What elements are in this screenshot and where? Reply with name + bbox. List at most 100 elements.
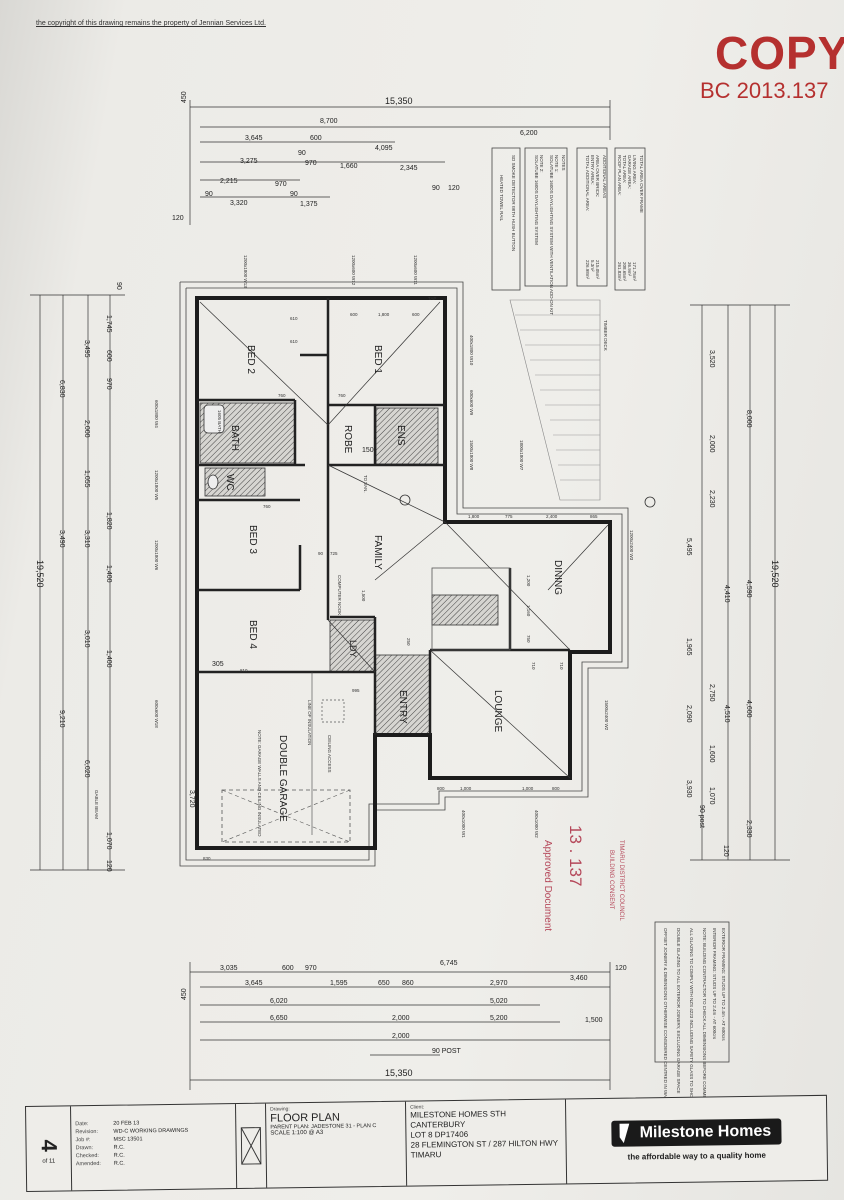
dimension-label: 4,095	[375, 145, 393, 152]
dimension-label: 3,930	[685, 780, 692, 798]
copy-stamp: COPY	[715, 27, 844, 79]
dimension-label: 1,000	[460, 786, 472, 791]
dimension-label: 2,000	[392, 1015, 410, 1022]
dimension-label: 1,000	[522, 786, 534, 791]
dimension-label: 1500x2400 W2	[604, 700, 609, 731]
dimension-label: DOUBLE GLAZING TO ALL EXTERIOR JOINERY, …	[676, 928, 681, 1093]
dimension-label: 2,230	[708, 490, 715, 508]
dimension-label: 3,645	[245, 135, 263, 142]
dimension-label: EXTERIOR FRAMING: STUDS UP TO 2.4m - AT …	[721, 928, 726, 1041]
ensuite-tiles	[375, 407, 439, 465]
dimension-label: 120	[105, 860, 112, 872]
dimension-label: TIMBER DECK	[603, 320, 608, 351]
room-laundry: LDY	[348, 640, 358, 658]
dimension-label: 36.9m²	[627, 262, 632, 277]
dimension-label: 1,660	[340, 163, 358, 170]
dimension-label: 90	[318, 551, 324, 556]
garage-note: NOTE: GARAGE WALLS AND CEILING INSULATED	[257, 730, 262, 837]
dimension-label: 450	[181, 91, 188, 103]
room-bath: BATH	[229, 425, 240, 451]
dimension-label: 19,520	[770, 560, 780, 588]
dimension-label: INTERIOR FRAMING: STUDS UP TO 2.4m - AT …	[712, 928, 717, 1040]
dimension-label: SOLATUBE 160DS DAYLIGHTING SYSTEM	[534, 155, 539, 245]
kitchen-bench	[431, 567, 511, 651]
dimension-label: 600x600 W9	[469, 390, 474, 416]
dimension-label: 760	[338, 393, 346, 398]
dimension-label: 2,000	[83, 420, 90, 438]
room-bed-4: BED 4	[247, 620, 258, 649]
dimension-label: 19,520	[35, 560, 45, 588]
wc-toilet	[207, 474, 219, 490]
dimension-label: 6,020	[270, 998, 288, 1005]
dimension-label: 600x1800 W4	[154, 400, 159, 428]
interior-walls	[197, 298, 570, 735]
roof-hip-lines	[199, 301, 609, 779]
computer-nook: COMPUTER NOOK	[337, 575, 342, 615]
dimension-label: TOTAL AREA OVER FRAME	[639, 155, 644, 213]
dimension-label: 600x600 W18	[154, 700, 159, 728]
sheet-number: 4 of 11	[26, 1106, 73, 1191]
right-dimension-lines	[690, 304, 790, 861]
dimension-label: 860	[402, 980, 414, 987]
dimension-label: 1,500	[585, 1017, 603, 1024]
dimension-label: 1200x600 W11	[413, 255, 418, 285]
dimension-label: 90 post	[698, 805, 705, 828]
drawing-info: Date:20 FEB 13 Revision:WD-C WORKING DRA…	[71, 1104, 238, 1191]
room-dining: DINING	[552, 560, 563, 595]
room-lounge: LOUNGE	[492, 690, 503, 733]
dimension-label: 3,520	[708, 350, 715, 368]
section-marker-icon	[399, 494, 411, 506]
dimension-label: 2,330	[745, 820, 752, 838]
dimension-label: 150	[362, 447, 374, 454]
left-dimension-lines	[30, 294, 125, 871]
dimension-label: 6,830	[58, 380, 65, 398]
dimension-label: 1,160	[526, 605, 531, 617]
dimension-label: 2,400	[546, 514, 558, 519]
dimension-label: 1,800	[468, 514, 480, 519]
dimension-label: 3,460	[570, 975, 588, 982]
dimension-label: 1,800	[378, 312, 390, 317]
kitchen-tiles	[431, 594, 499, 626]
dimension-label: 400x1000 W2	[534, 810, 539, 838]
dimension-label: 1800x1800 W7	[519, 440, 524, 471]
bath-tub	[203, 404, 225, 434]
dimension-label: 90 POST	[432, 1048, 462, 1055]
dimension-label: 4,600	[745, 700, 752, 718]
dimension-label: 710	[531, 662, 536, 670]
dimension-label: 120	[615, 965, 627, 972]
dimension-label: 5,020	[490, 998, 508, 1005]
dimension-label: 2,750	[708, 684, 715, 702]
dimension-label: 760	[263, 504, 271, 509]
dimension-label: 1,595	[330, 980, 348, 987]
dimension-label: 710	[559, 662, 564, 670]
dimension-label: 400x1000 W1	[461, 810, 466, 838]
dimension-label: 800	[552, 786, 560, 791]
room-double-garage: DOUBLE GARAGE	[277, 735, 288, 822]
dimension-label: 1200x1800 W13	[243, 255, 248, 288]
dimension-label: 450	[181, 988, 188, 1000]
bath-label: 1605 BATH	[217, 410, 222, 433]
dimension-label: ROOF PLAN AREA:	[617, 155, 622, 196]
dimension-label: GABLE BEAM	[94, 790, 99, 819]
dimension-label: 8,700	[320, 118, 338, 125]
title-block: 4 of 11 Date:20 FEB 13 Revision:WD-C WOR…	[25, 1094, 829, 1192]
dimension-label: 171.75m²	[632, 262, 637, 282]
dimension-label: 775	[505, 514, 513, 519]
dimension-label: 3,275	[240, 158, 258, 165]
dimension-label: 3,720	[188, 790, 195, 808]
room-entry: ENTRY	[397, 690, 408, 724]
dimension-label: 9,210	[58, 710, 65, 728]
dimension-label: OFFSET JOINERY & DIMENSIONS OTHERWISE CO…	[663, 928, 668, 1118]
dimension-label: 261.83m²	[617, 262, 622, 282]
ceiling-access-label: CEILING ACCESS	[327, 735, 332, 773]
dimension-label: 970	[305, 160, 317, 167]
dimension-label: TIMARU DISTRICT COUNCIL	[618, 840, 624, 922]
dimension-label: SD SMOKE DETECTOR WITH HUSH BUTTON	[511, 155, 516, 251]
dimension-label: 600	[350, 312, 358, 317]
dimension-label: 90	[115, 282, 122, 290]
dimension-label: 760	[278, 393, 286, 398]
dimension-label: LIVING AREA:	[632, 155, 637, 184]
consent-number: BC 2013.137	[700, 78, 829, 103]
dimension-label: 2,000	[708, 435, 715, 453]
room-ensuite: ENS	[395, 425, 406, 446]
